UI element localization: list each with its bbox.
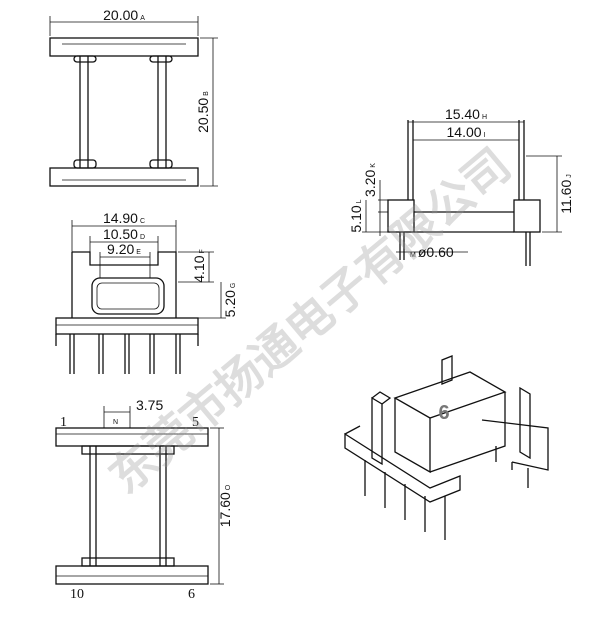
front-view — [55, 220, 226, 374]
side-view — [362, 120, 562, 266]
pin-label-10: 10 — [70, 587, 84, 602]
dim-j: 11.60J — [558, 174, 574, 214]
dim-n: 3.75 — [136, 397, 163, 413]
dim-n-mark: N — [113, 419, 118, 426]
dim-o: 17.60O — [217, 484, 233, 527]
watermark: 东莞市扬通电子有限公司 — [99, 137, 521, 504]
pin-label-6: 6 — [188, 587, 195, 602]
pin-label-5: 5 — [192, 415, 199, 430]
dim-k: 3.20K — [362, 163, 378, 197]
iso-view — [344, 355, 549, 540]
bottom-view — [55, 406, 224, 585]
dim-l: 5.10L — [348, 199, 364, 232]
model-number: 6 — [438, 402, 449, 424]
dim-g: 5.20G — [222, 283, 238, 318]
top-view — [49, 16, 218, 187]
dim-f: 4.10F — [191, 249, 207, 283]
dim-b: 20.50B — [195, 91, 211, 133]
pin-label-1: 1 — [60, 415, 67, 430]
